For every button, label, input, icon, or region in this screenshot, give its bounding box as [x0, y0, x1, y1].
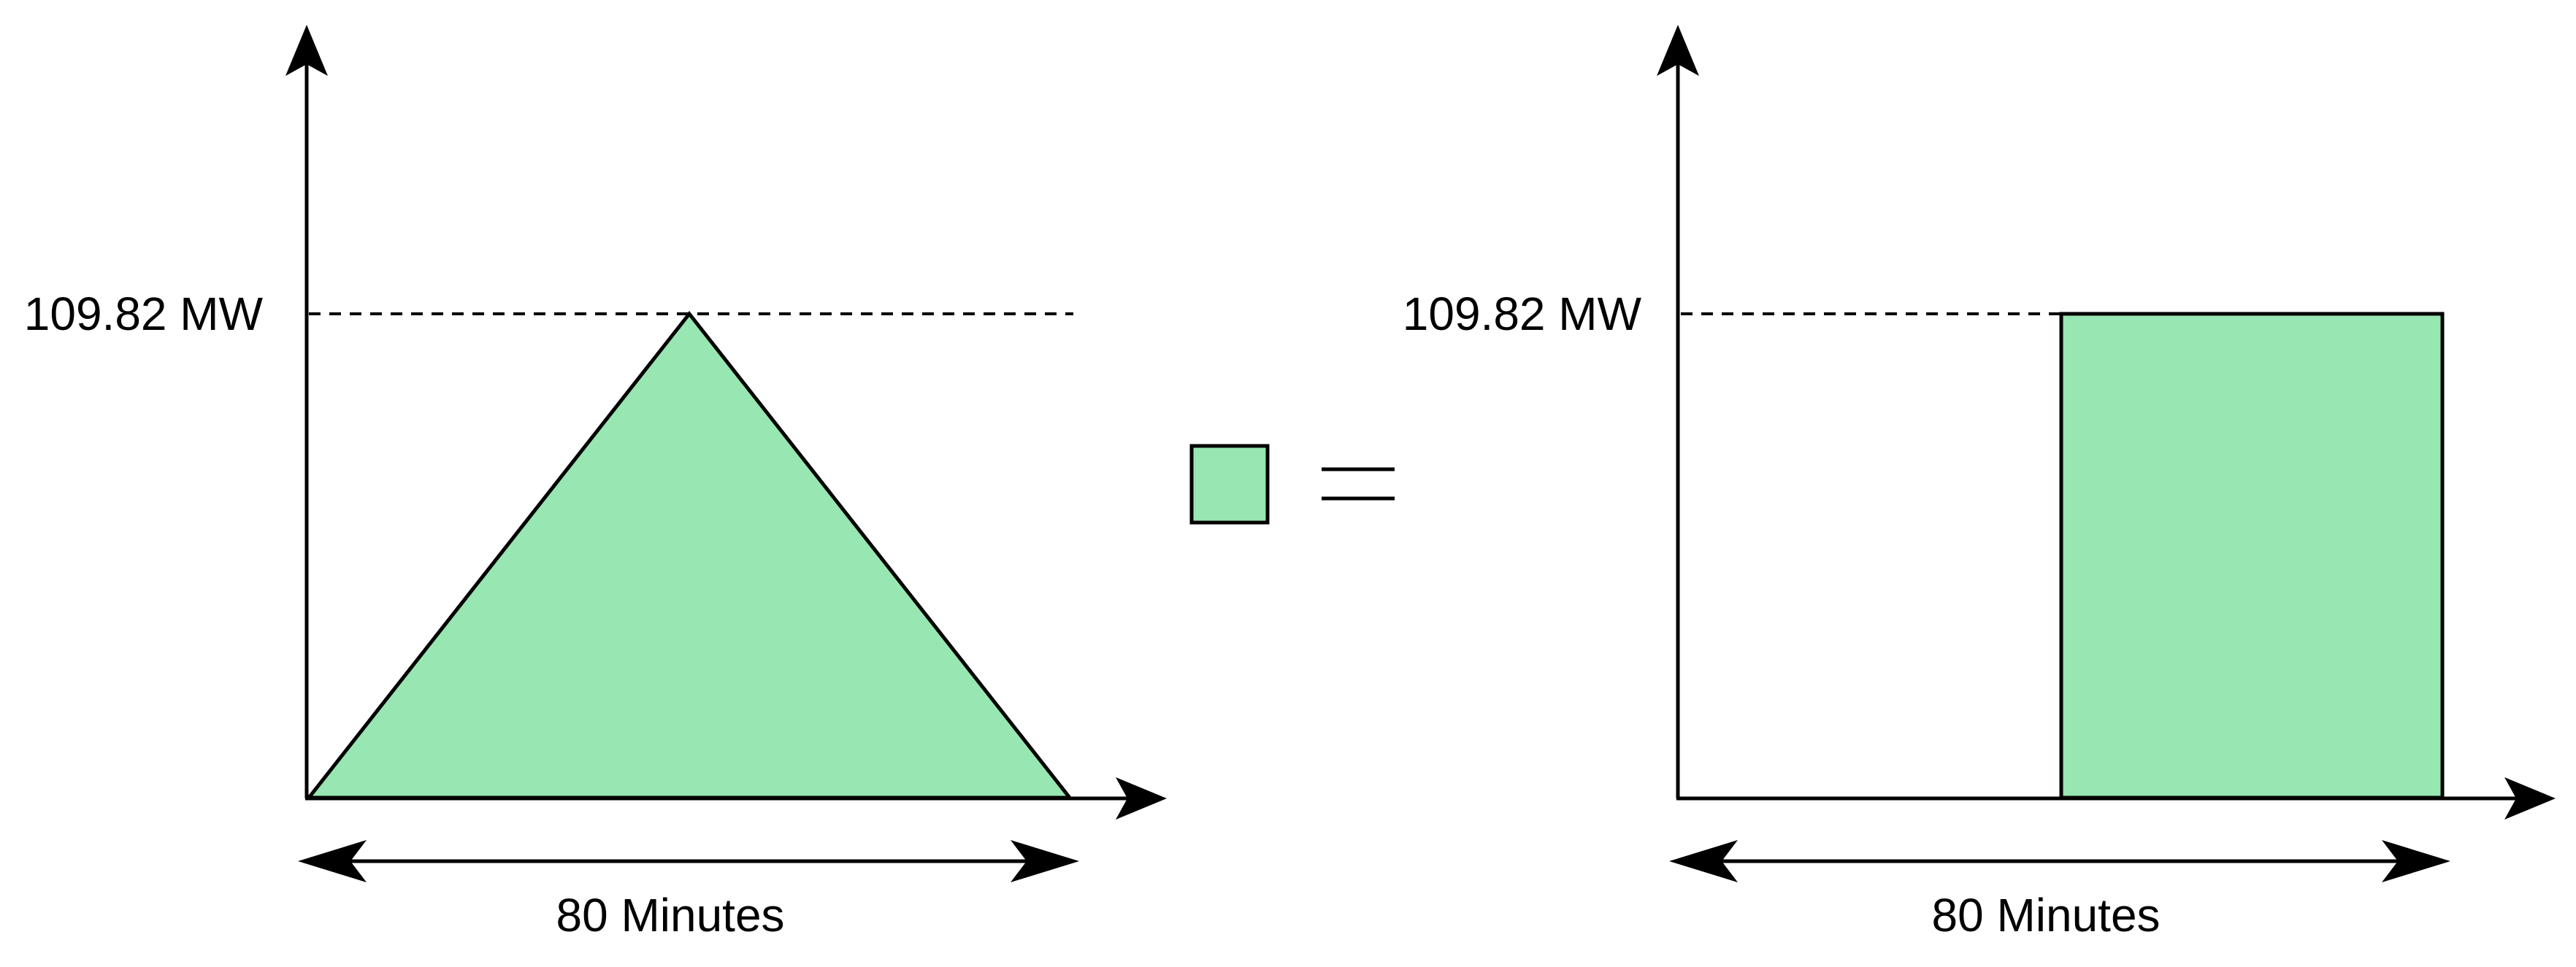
right-duration-label: 80 Minutes: [1931, 889, 2160, 941]
right-x-axis-arrowhead: [2504, 777, 2556, 820]
left-peak-label: 109.82 MW: [24, 288, 264, 340]
left-duration-arrowhead-right: [1011, 840, 1079, 882]
right-y-axis-arrowhead: [1657, 25, 1699, 76]
right-level-label: 109.82 MW: [1403, 288, 1642, 340]
right-duration-arrowhead-left: [1669, 840, 1738, 882]
right-panel: 109.82 MW 80 Minutes: [1403, 25, 2556, 941]
left-panel: 109.82 MW 80 Minutes: [24, 25, 1167, 941]
left-duration-label: 80 Minutes: [556, 889, 784, 941]
left-y-axis-arrowhead: [285, 25, 328, 76]
triangle-area: [304, 310, 1074, 800]
equals-legend: [1189, 444, 1395, 525]
rectangle-area: [2059, 312, 2445, 800]
left-x-axis-arrowhead: [1116, 777, 1167, 820]
right-duration-arrowhead-right: [2382, 840, 2450, 882]
left-duration-arrowhead-left: [298, 840, 367, 882]
legend-swatch: [1189, 444, 1270, 525]
equals-sign: [1322, 467, 1395, 501]
